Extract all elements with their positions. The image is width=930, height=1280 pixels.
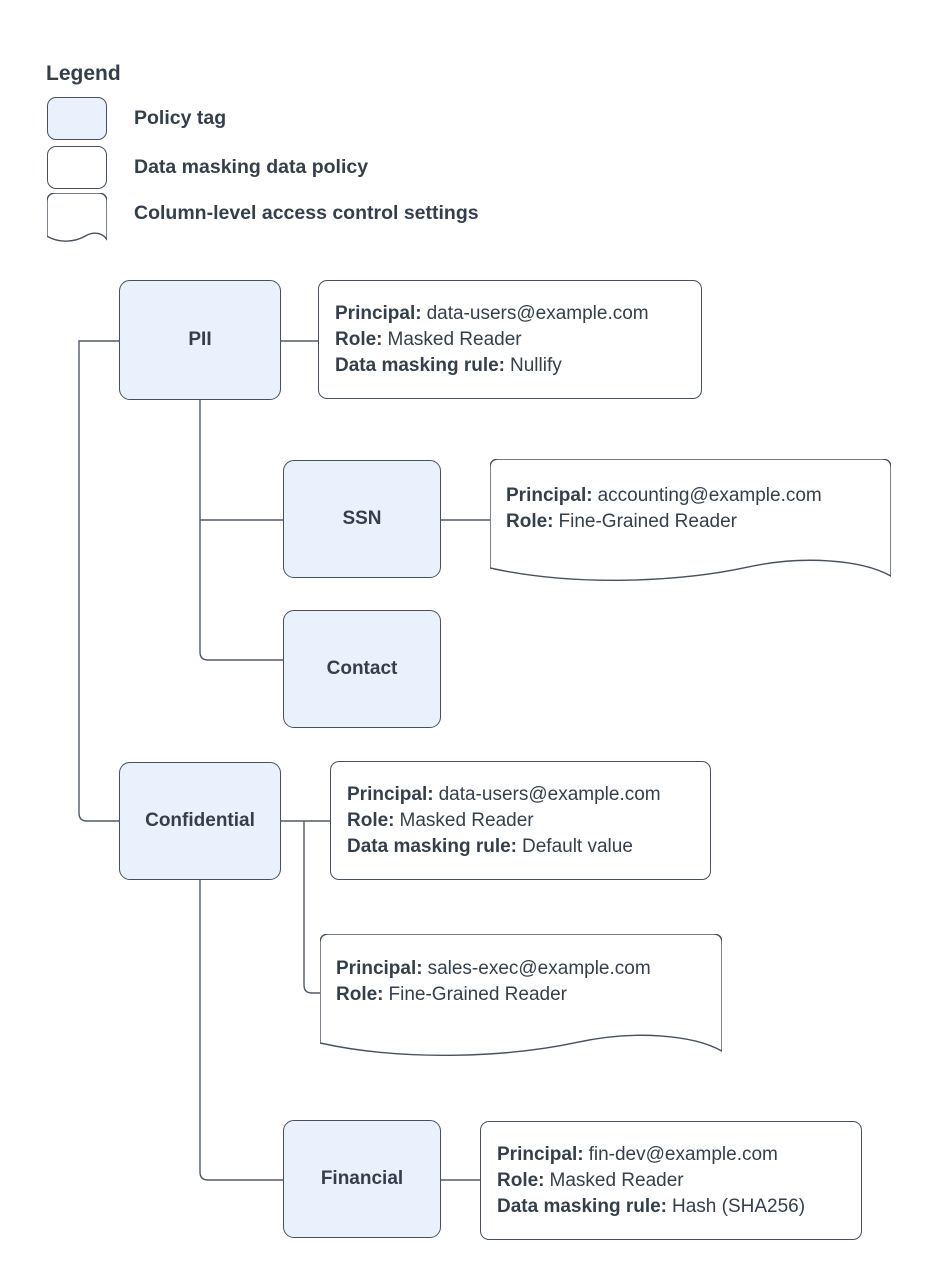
principal-line: Principal:fin-dev@example.com bbox=[497, 1142, 855, 1168]
role-label: Role: bbox=[506, 511, 554, 532]
principal-label: Principal: bbox=[347, 783, 434, 805]
role-value: Masked Reader bbox=[549, 1169, 684, 1191]
legend-title: Legend bbox=[46, 62, 121, 85]
principal-value: fin-dev@example.com bbox=[588, 1143, 778, 1165]
masking-rule-value: Hash (SHA256) bbox=[672, 1195, 806, 1217]
principal-value: data-users@example.com bbox=[438, 783, 661, 805]
principal-value: sales-exec@example.com bbox=[427, 958, 651, 979]
masking-policy-confidential: Principal:data-users@example.com Role:Ma… bbox=[330, 761, 711, 880]
policy-tag-swatch bbox=[47, 97, 107, 140]
masking-rule-label: Data masking rule: bbox=[335, 354, 505, 376]
role-value: Fine-Grained Reader bbox=[558, 511, 737, 532]
masking-rule-value: Default value bbox=[522, 835, 633, 857]
principal-label: Principal: bbox=[497, 1143, 584, 1165]
principal-line: Principal:data-users@example.com bbox=[335, 301, 695, 327]
tag-label-financial: Financial bbox=[320, 1168, 404, 1189]
masking-rule-line: Data masking rule:Hash (SHA256) bbox=[497, 1194, 855, 1220]
role-label: Role: bbox=[336, 984, 384, 1005]
principal-line: Principal:data-users@example.com bbox=[347, 782, 704, 808]
role-line: Role:Masked Reader bbox=[335, 327, 695, 353]
principal-label: Principal: bbox=[506, 485, 593, 506]
tag-label-contact: Contact bbox=[326, 658, 398, 679]
principal-value: accounting@example.com bbox=[597, 485, 822, 506]
policy-tag-financial: Financial bbox=[283, 1120, 441, 1238]
edge-confidential-financial bbox=[199, 880, 283, 1181]
access-control-swatch bbox=[47, 193, 107, 247]
role-line: Role:Fine-Grained Reader bbox=[506, 509, 822, 535]
role-line: Role:Fine-Grained Reader bbox=[336, 982, 651, 1008]
role-label: Role: bbox=[347, 809, 395, 831]
masking-policy-pii: Principal:data-users@example.com Role:Ma… bbox=[318, 280, 702, 399]
masking-rule-value: Nullify bbox=[510, 354, 562, 376]
tag-label-pii: PII bbox=[188, 329, 212, 350]
access-policy-ssn: Principal:accounting@example.com Role:Fi… bbox=[490, 459, 891, 589]
edge-confidential-access-policy bbox=[303, 821, 320, 994]
masking-rule-label: Data masking rule: bbox=[347, 835, 517, 857]
principal-line: Principal:sales-exec@example.com bbox=[336, 956, 651, 982]
masking-rule-line: Data masking rule:Nullify bbox=[335, 353, 695, 379]
access-policy-confidential: Principal:sales-exec@example.com Role:Fi… bbox=[320, 934, 722, 1064]
policy-tag-pii: PII bbox=[119, 280, 281, 400]
masking-rule-label: Data masking rule: bbox=[497, 1195, 667, 1217]
policy-tag-confidential: Confidential bbox=[119, 762, 281, 880]
principal-label: Principal: bbox=[335, 302, 422, 324]
legend-label-policy-tag: Policy tag bbox=[134, 107, 227, 129]
edge-trunk-pii-confidential bbox=[78, 340, 119, 822]
role-value: Masked Reader bbox=[399, 809, 534, 831]
principal-line: Principal:accounting@example.com bbox=[506, 483, 822, 509]
role-value: Fine-Grained Reader bbox=[388, 984, 567, 1005]
principal-label: Principal: bbox=[336, 958, 423, 979]
role-label: Role: bbox=[335, 328, 383, 350]
legend-label-access-control: Column-level access control settings bbox=[134, 202, 479, 224]
principal-value: data-users@example.com bbox=[426, 302, 649, 324]
policy-tag-ssn: SSN bbox=[283, 460, 441, 578]
tag-label-confidential: Confidential bbox=[145, 810, 255, 831]
role-line: Role:Masked Reader bbox=[497, 1168, 855, 1194]
masking-rule-line: Data masking rule:Default value bbox=[347, 834, 704, 860]
legend-label-data-masking-policy: Data masking data policy bbox=[134, 156, 369, 178]
role-label: Role: bbox=[497, 1169, 545, 1191]
data-masking-policy-swatch bbox=[47, 146, 107, 189]
edge-pii-children-trunk bbox=[199, 400, 283, 661]
role-line: Role:Masked Reader bbox=[347, 808, 704, 834]
masking-policy-financial: Principal:fin-dev@example.com Role:Maske… bbox=[480, 1121, 862, 1240]
tag-label-ssn: SSN bbox=[342, 508, 382, 529]
policy-tag-contact: Contact bbox=[283, 610, 441, 728]
role-value: Masked Reader bbox=[387, 328, 522, 350]
